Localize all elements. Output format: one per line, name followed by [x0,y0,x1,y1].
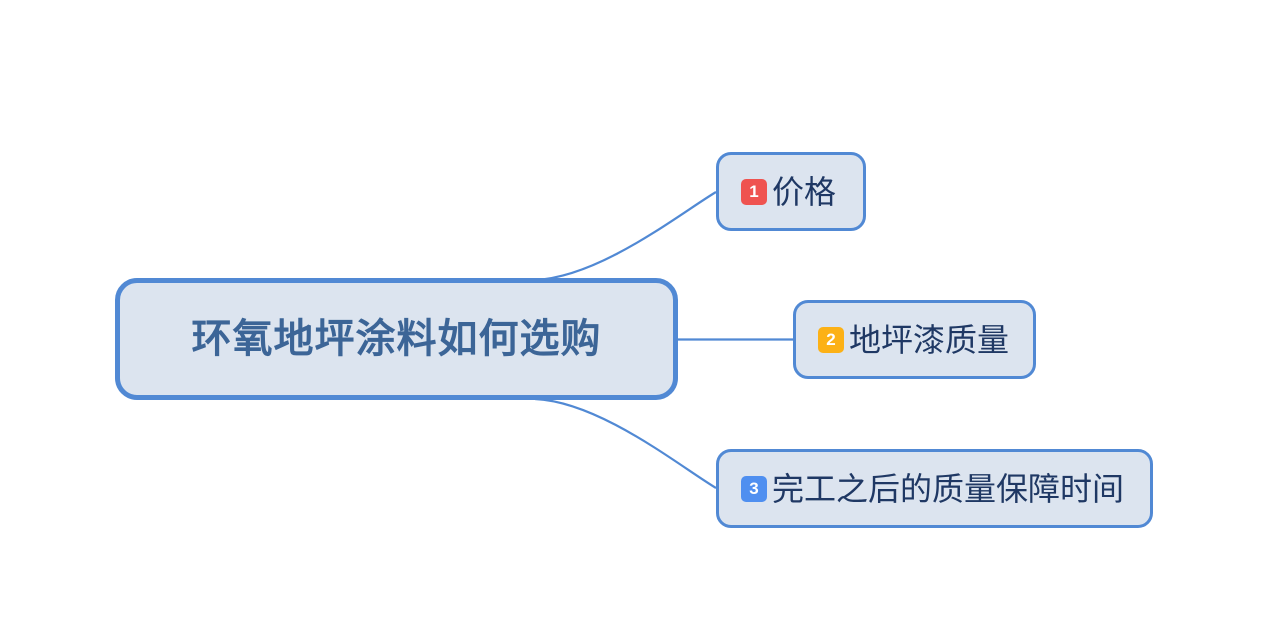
branch-1-label: 价格 [772,173,837,210]
branch-2-number-badge: 2 [818,326,844,353]
central-node-label: 环氧地坪涂料如何选购 [191,317,602,361]
branch-1-number-badge: 1 [741,178,767,205]
branch-node-2[interactable]: 2 地坪漆质量 [793,300,1036,379]
branch-3-number-badge: 3 [741,475,767,502]
branch-node-1[interactable]: 1 价格 [716,152,866,231]
connector-to-branch-3 [534,397,717,489]
branch-3-label: 完工之后的质量保障时间 [772,470,1125,507]
branch-node-3[interactable]: 3 完工之后的质量保障时间 [716,449,1153,528]
connector-to-branch-1 [534,191,717,282]
central-node[interactable]: 环氧地坪涂料如何选购 [115,278,678,400]
branch-2-label: 地坪漆质量 [849,321,1010,358]
